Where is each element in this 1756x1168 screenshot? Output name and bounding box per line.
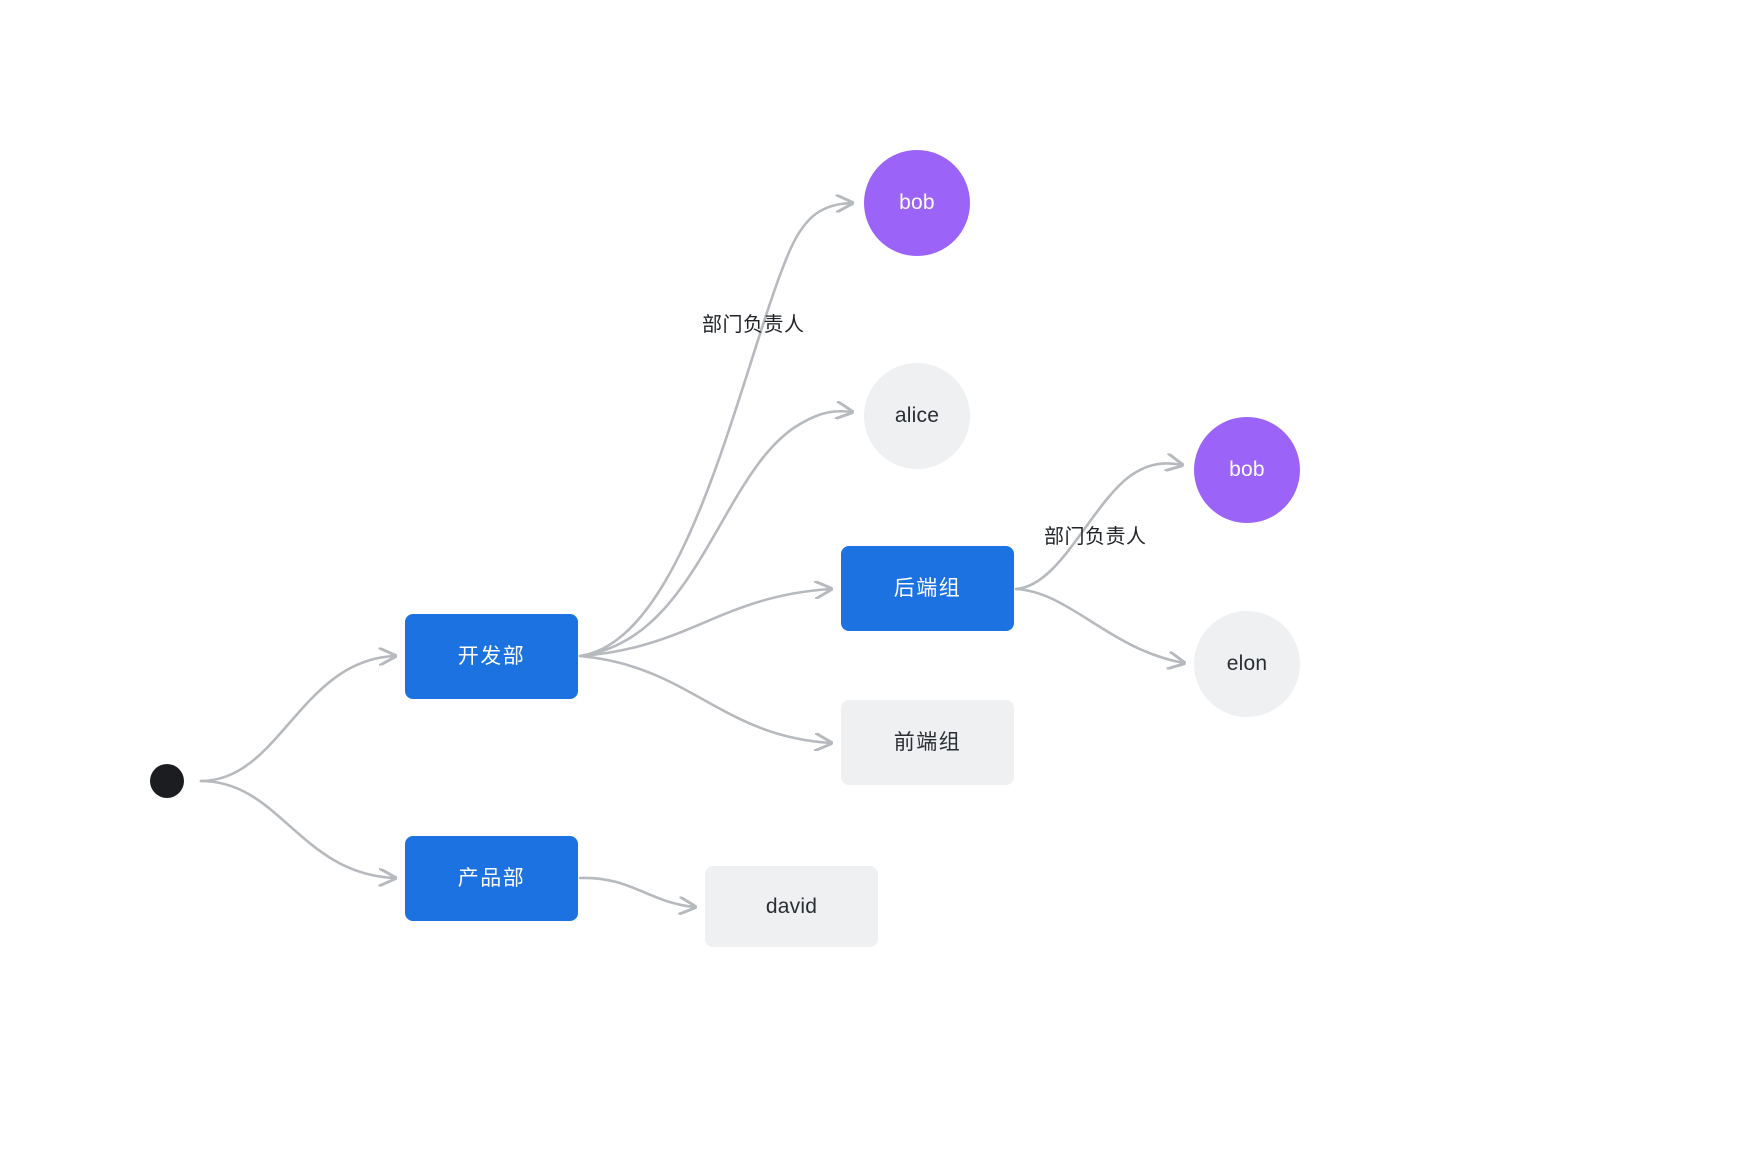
node-prod-dept-label: 产品部 [457,866,526,890]
node-root[interactable] [150,764,184,798]
node-bob-backend[interactable]: bob [1194,417,1300,523]
edge-label-dev-dept-head: 部门负责人 [702,314,805,336]
edge-dev-dept-to-alice [578,411,852,658]
node-dev-dept[interactable]: 开发部 [405,614,578,699]
node-bob-dev[interactable]: bob [864,150,970,256]
node-elon[interactable]: elon [1194,611,1300,717]
node-frontend-group-label: 前端组 [893,730,962,754]
node-dev-dept-label: 开发部 [457,644,526,668]
edge-dev-dept-to-frontend [578,654,831,743]
node-bob-backend-label: bob [1229,458,1265,482]
node-elon-label: elon [1226,652,1268,676]
edge-backend-to-bob [1014,463,1182,591]
edge-dev-dept-to-bob [578,203,852,658]
node-david[interactable]: david [705,866,878,947]
edge-root-to-dev-dept [199,656,395,783]
edge-root-to-prod-dept [199,779,395,878]
node-backend-group[interactable]: 后端组 [841,546,1014,631]
node-prod-dept[interactable]: 产品部 [405,836,578,921]
edge-backend-to-elon [1014,587,1184,663]
edge-dev-dept-to-backend [578,589,831,658]
node-alice-label: alice [894,404,940,428]
node-frontend-group[interactable]: 前端组 [841,700,1014,785]
node-alice[interactable]: alice [864,363,970,469]
node-bob-dev-label: bob [899,191,935,215]
edge-label-backend-head: 部门负责人 [1044,526,1147,548]
node-david-label: david [765,894,818,918]
node-backend-group-label: 后端组 [893,576,962,600]
edge-prod-dept-to-david [578,876,695,907]
